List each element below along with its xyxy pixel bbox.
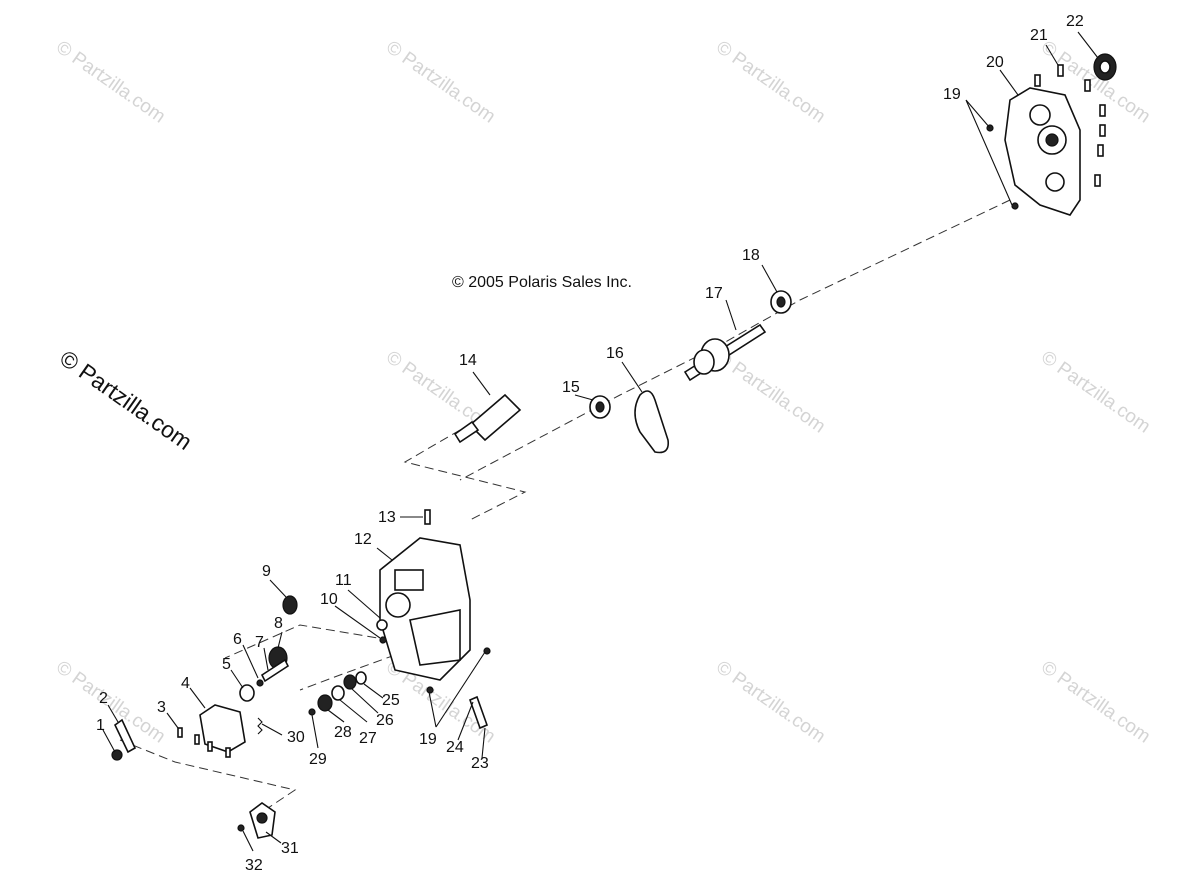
callout-24: 24 xyxy=(446,739,464,756)
callout-29: 29 xyxy=(309,751,327,768)
callout-32: 32 xyxy=(245,857,263,874)
seal-part-22 xyxy=(1093,53,1117,81)
callout-14: 14 xyxy=(459,352,477,369)
dowel-part-19 xyxy=(1011,202,1019,210)
watermark: © Partzilla.com xyxy=(1037,347,1154,438)
ring-part-6 xyxy=(256,679,264,687)
bearing-part-18 xyxy=(770,290,792,314)
callout-26: 26 xyxy=(376,712,394,729)
callout-21: 21 xyxy=(1030,27,1048,44)
callout-13: 13 xyxy=(378,509,396,526)
shaft-link-line xyxy=(403,429,527,521)
washer-part-27 xyxy=(331,685,345,701)
watermark-layer: © Partzilla.com © Partzilla.com © Partzi… xyxy=(52,37,1154,748)
bolt-part-13 xyxy=(424,509,431,525)
copyright-notice: © 2005 Polaris Sales Inc. xyxy=(452,274,632,291)
callout-15: 15 xyxy=(562,379,580,396)
callout-11: 11 xyxy=(335,572,352,589)
callout-1: 1 xyxy=(96,717,105,734)
bolt-part-3 xyxy=(194,734,200,745)
bolt-part-3 xyxy=(207,741,213,752)
bearing-part-15 xyxy=(589,395,611,419)
callout-5: 5 xyxy=(222,656,231,673)
callout-30: 30 xyxy=(287,729,305,746)
callout-10: 10 xyxy=(320,591,338,608)
callout-4: 4 xyxy=(181,675,190,692)
watermark-prominent: © Partzilla.com xyxy=(55,345,197,455)
cover-part-20 xyxy=(1004,87,1081,216)
watermark: © Partzilla.com xyxy=(52,37,169,128)
callout-20: 20 xyxy=(986,54,1004,71)
shaft-part-7 xyxy=(260,658,290,683)
callout-18: 18 xyxy=(742,247,760,264)
bolt-part-3 xyxy=(225,747,231,758)
nut-part-1 xyxy=(111,749,123,761)
callout-7: 7 xyxy=(255,634,264,651)
watermark: © Partzilla.com xyxy=(382,37,499,128)
callout-17: 17 xyxy=(705,285,723,302)
screw-part-32 xyxy=(237,824,245,832)
gear-axis-line xyxy=(299,654,396,691)
seal-part-9 xyxy=(282,595,298,615)
callout-12: 12 xyxy=(354,531,372,548)
ring-part-25 xyxy=(355,671,367,685)
pin-part-29 xyxy=(308,708,316,716)
dowel-part-19 xyxy=(426,686,434,694)
bolt-part-21 xyxy=(1034,64,1106,187)
callout-31: 31 xyxy=(281,840,299,857)
lever-part-2 xyxy=(113,718,137,754)
callout-19-lower: 19 xyxy=(419,731,437,748)
callout-8: 8 xyxy=(274,615,283,632)
callout-22: 22 xyxy=(1066,13,1084,30)
callout-16: 16 xyxy=(606,345,624,362)
parts-layer xyxy=(111,53,1117,839)
watermark: © Partzilla.com xyxy=(52,657,169,748)
callout-25: 25 xyxy=(382,692,400,709)
plug-part-11 xyxy=(376,619,388,631)
chain-part-16 xyxy=(634,390,670,454)
gear-part-26 xyxy=(343,674,357,690)
dowel-part-19 xyxy=(483,647,491,655)
spring-part-30 xyxy=(257,717,263,735)
watermark: © Partzilla.com xyxy=(712,37,829,128)
shaft-part-14 xyxy=(453,393,522,444)
callout-labels: 1 2 3 4 5 6 7 8 9 10 11 12 13 14 15 16 1… xyxy=(96,13,1084,874)
watermark: © Partzilla.com xyxy=(712,347,829,438)
callout-6: 6 xyxy=(233,631,242,648)
watermark: © Partzilla.com xyxy=(712,657,829,748)
washer-part-10 xyxy=(379,636,387,644)
callout-3: 3 xyxy=(157,699,166,716)
leader-lines xyxy=(102,31,1099,852)
callout-9: 9 xyxy=(262,563,271,580)
case-part-12 xyxy=(379,537,471,681)
pump-link-line xyxy=(119,739,297,811)
lower-axis-line xyxy=(224,624,391,659)
callout-27: 27 xyxy=(359,730,377,747)
callout-23: 23 xyxy=(471,755,489,772)
watermark: © Partzilla.com xyxy=(1037,657,1154,748)
callout-28: 28 xyxy=(334,724,352,741)
callout-19: 19 xyxy=(943,86,961,103)
cover-part-31 xyxy=(249,802,276,839)
shaft-part-17 xyxy=(683,323,767,382)
pump-housing-part-4 xyxy=(199,704,246,753)
bearing-part-5 xyxy=(239,684,255,702)
gear-part-28 xyxy=(317,694,333,712)
sensor-part-24 xyxy=(468,695,489,730)
assembly-lines xyxy=(119,199,1011,811)
callout-2: 2 xyxy=(99,690,108,707)
bolt-part-3 xyxy=(177,727,183,738)
